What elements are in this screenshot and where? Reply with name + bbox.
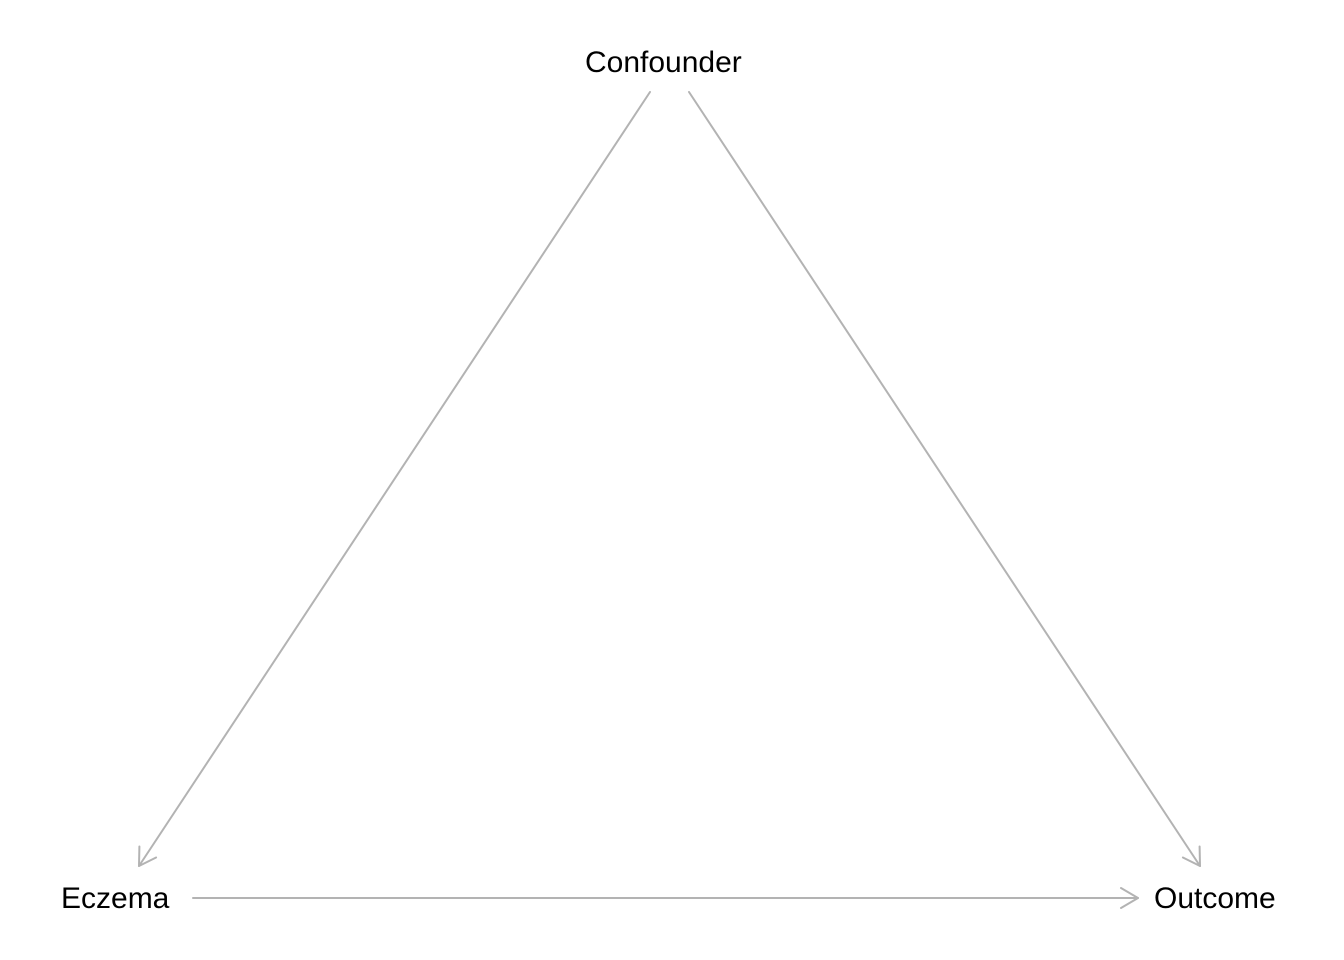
edge-confounder-to-outcome bbox=[688, 91, 1201, 867]
edge-eczema-to-outcome bbox=[192, 887, 1139, 909]
node-eczema-label: Eczema bbox=[61, 882, 170, 915]
node-outcome-label: Outcome bbox=[1154, 882, 1276, 915]
edge-confounder-to-eczema bbox=[138, 91, 651, 867]
node-confounder-label: Confounder bbox=[585, 46, 742, 79]
